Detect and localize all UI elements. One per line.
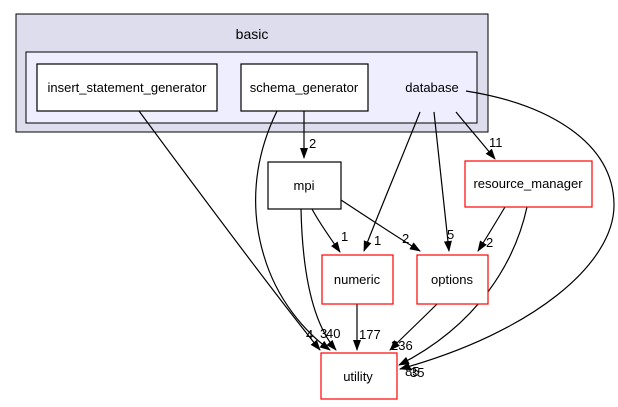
node-schema_generator-label: schema_generator [250,80,359,95]
edge-count-options-utility[interactable]: 236 [391,338,413,353]
edge-count-mpi-utility[interactable]: 40 [326,326,340,341]
edge-counts: 4 2 3 1 2 40 1 5 11 85 2 35 177 236 [306,135,503,380]
edge-resource_manager-options [477,206,506,252]
node-insert_statement_generator[interactable]: insert_statement_generator [36,63,218,112]
edge-database-utility [399,90,615,371]
node-insert_statement_generator-label: insert_statement_generator [48,80,208,95]
edge-options-utility [389,303,438,351]
edges [138,90,615,371]
edge-database-resource_manager [455,111,496,160]
current-directory-label: database [405,80,459,95]
edge-mpi-options [340,199,421,252]
edge-count-schema_generator-utility[interactable]: 3 [320,326,327,341]
cluster-basic-label: basic [236,26,269,42]
nodes: insert_statement_generator schema_genera… [36,63,593,400]
edge-schema_generator-utility [255,110,331,351]
node-options[interactable]: options [416,254,489,305]
edge-count-database-utility[interactable]: 85 [405,364,419,379]
node-numeric-label: numeric [334,272,381,287]
edge-mpi-numeric [311,208,341,253]
edge-count-numeric-utility[interactable]: 177 [359,327,381,342]
edge-count-resource_manager-utility[interactable]: 35 [410,365,424,380]
node-numeric[interactable]: numeric [321,254,394,305]
edge-count-insert_statement_generator-utility[interactable]: 4 [306,327,313,342]
node-utility[interactable]: utility [320,352,398,400]
edge-count-database-options[interactable]: 5 [447,227,454,242]
node-schema_generator[interactable]: schema_generator [240,63,369,112]
node-resource_manager-label: resource_manager [473,176,583,191]
edge-mpi-utility [300,208,337,351]
edge-count-database-resource_manager[interactable]: 11 [489,135,503,150]
edge-database-options [433,111,452,252]
node-resource_manager[interactable]: resource_manager [464,160,593,208]
edge-database-numeric [363,111,421,252]
edge-count-schema_generator-mpi[interactable]: 2 [309,136,316,151]
edge-count-mpi-numeric[interactable]: 1 [341,229,348,244]
node-options-label: options [431,272,473,287]
node-mpi-label: mpi [294,178,315,193]
edge-count-mpi-options[interactable]: 2 [402,231,409,246]
edge-count-resource_manager-options[interactable]: 2 [486,235,493,250]
edge-insert_statement_generator-utility [138,110,321,351]
edge-count-database-numeric[interactable]: 1 [374,233,381,248]
node-utility-label: utility [343,369,373,384]
node-mpi[interactable]: mpi [267,161,342,210]
